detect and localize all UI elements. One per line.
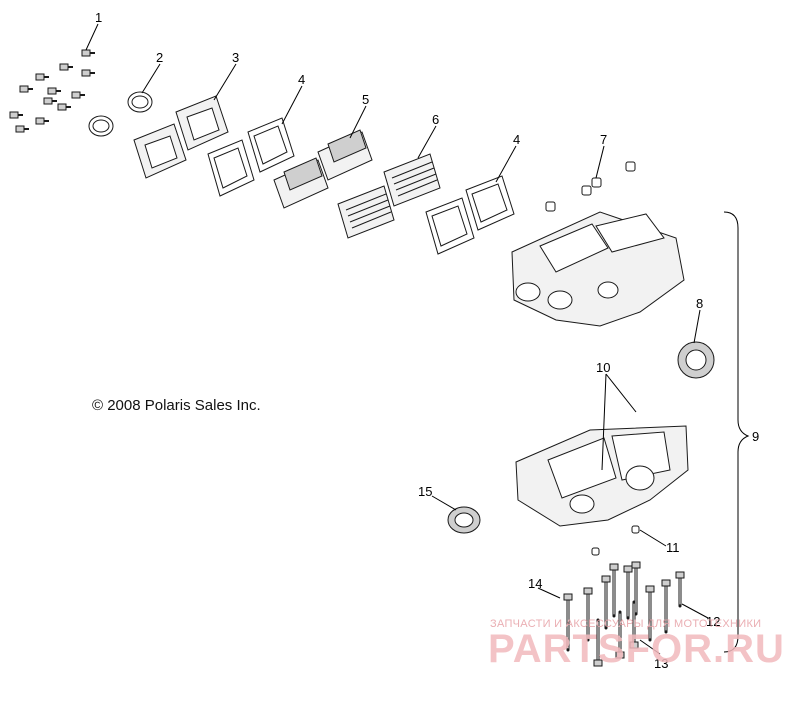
callout-3: 3 bbox=[232, 50, 239, 65]
callout-15: 15 bbox=[418, 484, 432, 499]
callout-5: 5 bbox=[362, 92, 369, 107]
bracket-9 bbox=[723, 211, 750, 653]
part-5-reed-valves bbox=[273, 129, 373, 209]
part-15-seal bbox=[447, 506, 481, 534]
part-8-seal bbox=[677, 341, 715, 379]
part-3-intake-flanges bbox=[133, 95, 229, 179]
copyright-text: © 2008 Polaris Sales Inc. bbox=[92, 397, 261, 414]
parts-12-13-14-crankcase-bolts bbox=[563, 561, 685, 667]
watermark: ЗАПЧАСТИ И АКСЕССУАРЫ ДЛЯ МОТОТЕХНИКИ PA… bbox=[488, 618, 785, 671]
callout-6: 6 bbox=[432, 112, 439, 127]
watermark-logo-text: PARTSFOR.RU bbox=[488, 627, 785, 671]
part-4-gaskets-right bbox=[425, 175, 515, 255]
part-7-dowel-pins bbox=[545, 161, 636, 212]
callout-8: 8 bbox=[696, 296, 703, 311]
callout-1: 1 bbox=[95, 10, 102, 25]
callout-7: 7 bbox=[600, 132, 607, 147]
callout-12: 12 bbox=[706, 614, 720, 629]
callout-14: 14 bbox=[528, 576, 542, 591]
part-1-bolts bbox=[9, 49, 95, 133]
callout-4-left: 4 bbox=[298, 72, 305, 87]
part-11-dowels bbox=[591, 525, 640, 556]
part-6-reed-cages bbox=[337, 153, 441, 239]
part-4-gaskets-left bbox=[207, 117, 295, 197]
callout-10: 10 bbox=[596, 360, 610, 375]
callout-9: 9 bbox=[752, 429, 759, 444]
callout-4-right: 4 bbox=[513, 132, 520, 147]
callout-11: 11 bbox=[666, 540, 680, 555]
leader-lines bbox=[85, 23, 709, 655]
part-2-clamps bbox=[88, 91, 153, 137]
callout-labels: 1 2 3 4 5 6 4 7 8 9 10 11 12 13 14 15 bbox=[95, 10, 759, 671]
callout-2: 2 bbox=[156, 50, 163, 65]
callout-13: 13 bbox=[654, 656, 668, 671]
upper-crankcase bbox=[511, 211, 685, 327]
watermark-tagline: ЗАПЧАСТИ И АКСЕССУАРЫ ДЛЯ МОТОТЕХНИКИ bbox=[490, 618, 761, 630]
lower-crankcase bbox=[515, 425, 689, 527]
